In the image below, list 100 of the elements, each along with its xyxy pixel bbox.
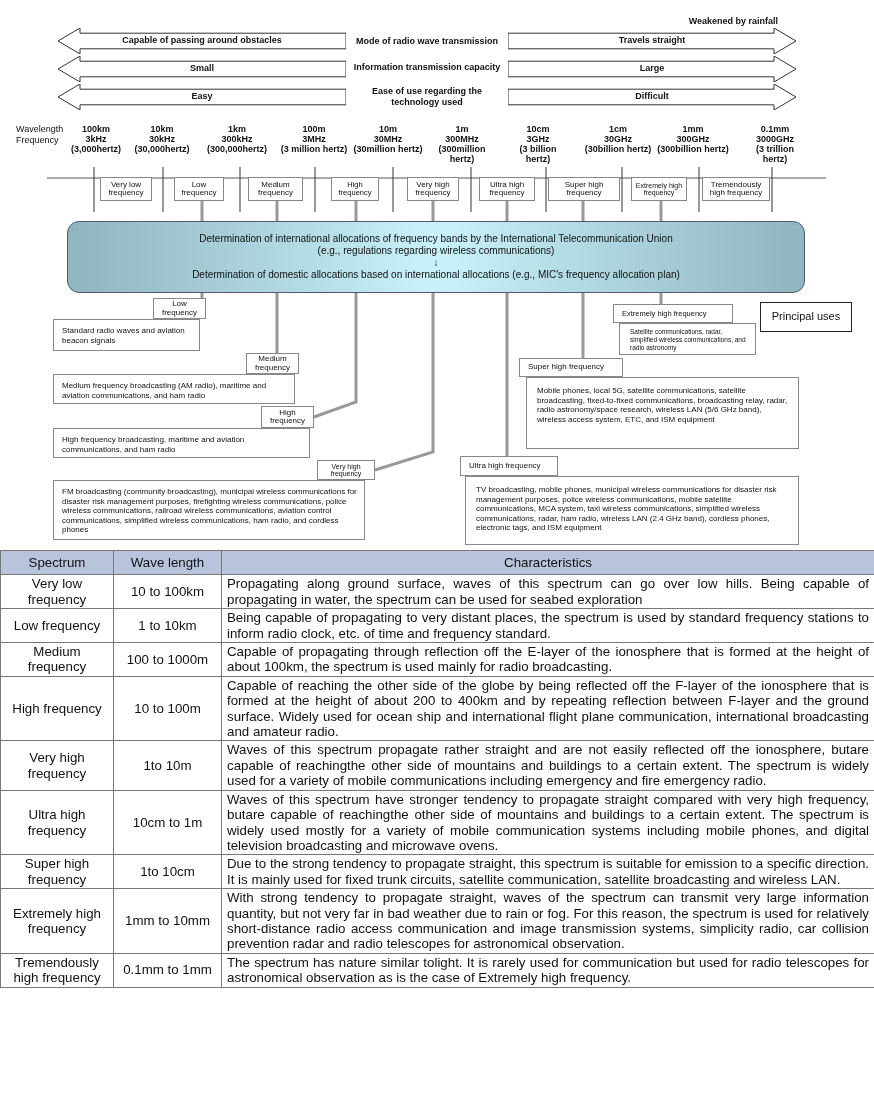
frequency-value: 3GHz bbox=[525, 134, 551, 144]
uses-box bbox=[53, 480, 365, 540]
wavelength-value: 0.1mm bbox=[759, 124, 791, 134]
uses-box bbox=[53, 428, 310, 458]
column-header: Wave length bbox=[113, 550, 222, 575]
band-box bbox=[479, 177, 535, 201]
band-label: Tremendously high frequency bbox=[708, 180, 764, 198]
connector-line bbox=[200, 201, 204, 221]
arrow-label: Small bbox=[190, 62, 214, 73]
uses-text: High frequency broadcasting, maritime and aviation communications, and ham radio bbox=[62, 435, 246, 455]
frequency-value: 30MHz bbox=[372, 134, 404, 144]
wavelength-value: 1m bbox=[454, 124, 470, 134]
tag-label: High frequency bbox=[268, 408, 307, 426]
table-cell: High frequency bbox=[0, 676, 114, 741]
table-cell: 1 to 10km bbox=[113, 608, 222, 643]
axis-caption: Mode of radio wave transmission bbox=[355, 36, 499, 47]
frequency-value: 300MHz bbox=[444, 134, 480, 144]
connector-line bbox=[374, 293, 435, 472]
arrow-label: Easy bbox=[191, 90, 213, 101]
connector-line bbox=[275, 201, 279, 221]
table-cell: Low frequency bbox=[0, 608, 114, 643]
table-cell: 10 to 100m bbox=[113, 676, 222, 741]
connector-line bbox=[581, 201, 585, 221]
uses-box bbox=[619, 323, 756, 355]
table-cell: Extremely high frequency bbox=[0, 888, 114, 954]
wavelength-value: 1km bbox=[227, 124, 247, 134]
note-label: Weakened by rainfall bbox=[688, 16, 778, 26]
band-box bbox=[331, 177, 379, 201]
allocation-text: Determination of international allocations of frequency bands by the International Telecommunication Union bbox=[199, 233, 673, 245]
band-box bbox=[407, 177, 459, 201]
hertz-value: (30,000hertz) bbox=[133, 144, 191, 154]
tag-box bbox=[613, 304, 733, 323]
band-label: Very low frequency bbox=[107, 180, 145, 198]
column-header: Spectrum bbox=[0, 550, 114, 575]
band-label: Ultra high frequency bbox=[488, 180, 526, 198]
arrow-label: Difficult bbox=[635, 90, 669, 101]
band-box bbox=[702, 177, 770, 201]
connector-line bbox=[275, 293, 279, 353]
band-label: Super high frequency bbox=[563, 180, 605, 198]
frequency-value: 30GHz bbox=[603, 134, 633, 144]
arrow-banner bbox=[58, 84, 346, 110]
uses-text: Mobile phones, local 5G, satellite communications, satellite broadcasting, fixed-to-fixed communications, broadcasting relay, radar, radio astronomy/space research, wireless LAN (5/6 GHz band), wireless access system, ETC, and ISM equipment bbox=[537, 386, 789, 425]
connector-line bbox=[313, 293, 358, 419]
arrow-label: Travels straight bbox=[618, 34, 686, 45]
hertz-value: (3 trillion hertz) bbox=[755, 144, 795, 164]
uses-text: TV broadcasting, mobile phones, municipal wireless communications for disaster risk management purposes, police wireless communications, mobile satellite communications, MCA system, taxi wireless communications, simplified wireless communications, radar, ham radio, wireless LAN (2.4 GHz band), cordless phones, electronic tags, and ISM equipment bbox=[476, 485, 778, 533]
band-box bbox=[100, 177, 152, 201]
table-cell: 10 to 100km bbox=[113, 574, 222, 609]
uses-text: FM broadcasting (community broadcasting), municipal wireless communications for disaster risk management purposes, firefighting wireless communications, police wireless communications, railroad wireless communications, aviation control communications, simplified wireless communications, ham radio, and cordless phones bbox=[62, 487, 358, 535]
table-cell: Very high frequency bbox=[0, 740, 114, 791]
tag-label: Low frequency bbox=[160, 300, 199, 317]
connector-line bbox=[354, 201, 358, 221]
uses-box bbox=[53, 374, 295, 404]
key-box bbox=[760, 302, 852, 332]
arrow-label: Large bbox=[639, 62, 665, 73]
wavelength-value: 1mm bbox=[681, 124, 705, 134]
hertz-value: (3 billion hertz) bbox=[518, 144, 558, 164]
hertz-value: (3 million hertz) bbox=[279, 144, 349, 154]
table-cell: 1to 10m bbox=[113, 740, 222, 791]
wavelength-heading: Wavelength bbox=[16, 124, 64, 134]
tag-box bbox=[317, 460, 375, 480]
band-box bbox=[548, 177, 620, 201]
band-label: Very high frequency bbox=[414, 180, 452, 198]
wavelength-value: 1cm bbox=[608, 124, 628, 134]
connector-line bbox=[505, 293, 509, 456]
tag-box bbox=[519, 358, 623, 377]
table-cell: 1mm to 10mm bbox=[113, 888, 222, 954]
frequency-value: 3000GHz bbox=[755, 134, 795, 144]
frequency-heading: Frequency bbox=[16, 135, 59, 145]
allocation-text: Determination of domestic allocations based on international allocations (e.g., MIC's frequency allocation plan) bbox=[192, 269, 680, 281]
wavelength-value: 10cm bbox=[525, 124, 551, 134]
connector-line bbox=[200, 293, 204, 298]
arrow-symbol: ↓ bbox=[433, 257, 439, 269]
connector-line bbox=[659, 293, 663, 304]
connector-line bbox=[505, 201, 509, 221]
table-cell: 0.1mm to 1mm bbox=[113, 953, 222, 988]
allocation-text: (e.g., regulations regarding wireless communications) bbox=[317, 245, 555, 257]
key-label: Principal uses bbox=[771, 310, 841, 324]
table-cell: Tremendously high frequency bbox=[0, 953, 114, 988]
connector-line bbox=[581, 293, 585, 358]
arrow-banner bbox=[58, 28, 346, 54]
axis-caption: Information transmission capacity bbox=[352, 62, 502, 73]
tag-box bbox=[460, 456, 558, 476]
connector-line bbox=[431, 201, 435, 221]
hertz-value: (300million hertz) bbox=[437, 144, 487, 164]
arrow-banner bbox=[508, 28, 796, 54]
band-box bbox=[248, 177, 303, 201]
arrow-label: Capable of passing around obstacles bbox=[122, 34, 282, 45]
frequency-value: 3MHz bbox=[301, 134, 327, 144]
wavelength-value: 100m bbox=[301, 124, 327, 134]
frequency-value: 300GHz bbox=[675, 134, 711, 144]
uses-box bbox=[526, 377, 799, 449]
wavelength-value: 10km bbox=[149, 124, 175, 134]
wavelength-value: 10m bbox=[378, 124, 398, 134]
uses-text: Standard radio waves and aviation beacon signals bbox=[62, 326, 186, 346]
tag-label: Medium frequency bbox=[253, 355, 292, 372]
table-cell: 10cm to 1m bbox=[113, 790, 222, 855]
column-header: Characteristics bbox=[221, 550, 874, 575]
uses-text: Medium frequency broadcasting (AM radio), maritime and aviation communications, and ham radio bbox=[62, 381, 268, 401]
hertz-value: (300billion hertz) bbox=[656, 144, 730, 154]
